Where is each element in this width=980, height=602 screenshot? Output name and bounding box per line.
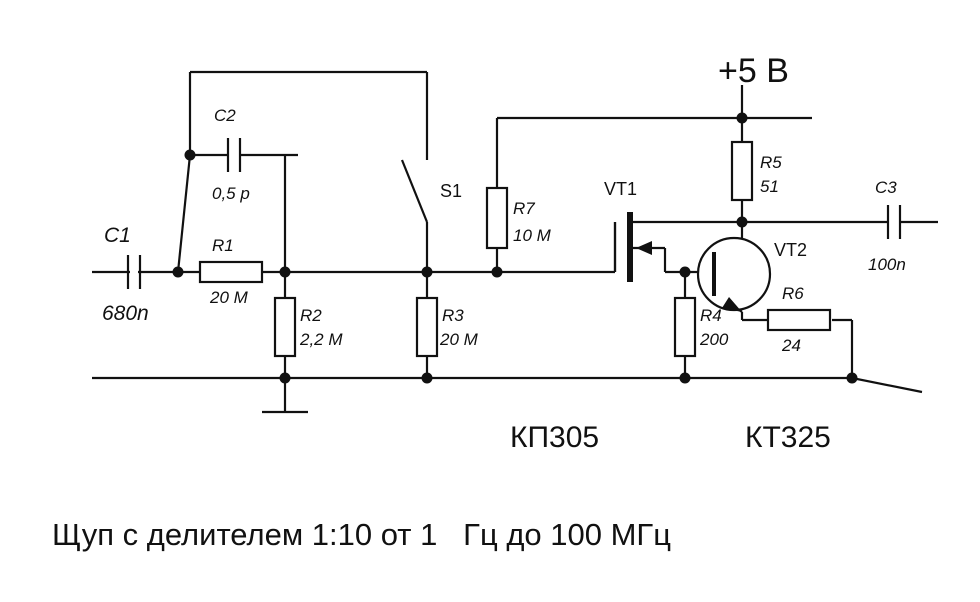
- c3-label: C3: [875, 178, 897, 197]
- resistor-r6: [766, 308, 832, 332]
- vt2-label: VT2: [774, 240, 807, 260]
- r7-label: R7: [513, 199, 535, 218]
- capacitor-c2: [226, 138, 242, 172]
- r4-label: R4: [700, 306, 722, 325]
- r3-value: 20 M: [439, 330, 479, 349]
- c2-value: 0,5 p: [212, 184, 250, 203]
- s1-blade: [400, 159, 429, 223]
- power-label: +5 В: [718, 52, 789, 90]
- resistor-r2: [273, 296, 297, 358]
- r6-value: 24: [781, 336, 801, 355]
- resistor-r5: [730, 140, 754, 202]
- r2-label: R2: [300, 306, 322, 325]
- c1-label: C1: [104, 224, 131, 247]
- r1-label: R1: [212, 236, 234, 255]
- s1-label: S1: [440, 181, 462, 201]
- vt2-part-label: КТ325: [745, 421, 831, 454]
- r7-value: 10 M: [513, 226, 552, 245]
- r3-label: R3: [442, 306, 464, 325]
- resistor-r1: [198, 260, 264, 284]
- capacitor-c3: [886, 205, 902, 239]
- r4-value: 200: [699, 330, 729, 349]
- r5-label: R5: [760, 153, 782, 172]
- resistor-r3: [415, 296, 439, 358]
- vt1-label: VT1: [604, 179, 637, 199]
- r2-value: 2,2 M: [299, 330, 343, 349]
- r5-value: 51: [760, 177, 779, 196]
- resistor-r7: [485, 186, 509, 250]
- transistor-vt2: [696, 236, 772, 312]
- capacitor-c1: [126, 253, 142, 291]
- c2-label: C2: [214, 106, 236, 125]
- transistor-vt1: [613, 212, 652, 282]
- r1-value: 20 M: [209, 288, 249, 307]
- caption: Щуп с делителем 1:10 от 1 Гц до 100 МГц: [52, 517, 671, 552]
- c3-value: 100n: [868, 255, 906, 274]
- junction-dots: [172, 112, 858, 384]
- ground-tail: [851, 376, 923, 394]
- resistor-r4: [673, 296, 697, 358]
- r6-label: R6: [782, 284, 804, 303]
- c2-diagonal-wire: [176, 154, 192, 273]
- c1-value: 680n: [102, 302, 149, 325]
- vt1-part-label: КП305: [510, 421, 599, 454]
